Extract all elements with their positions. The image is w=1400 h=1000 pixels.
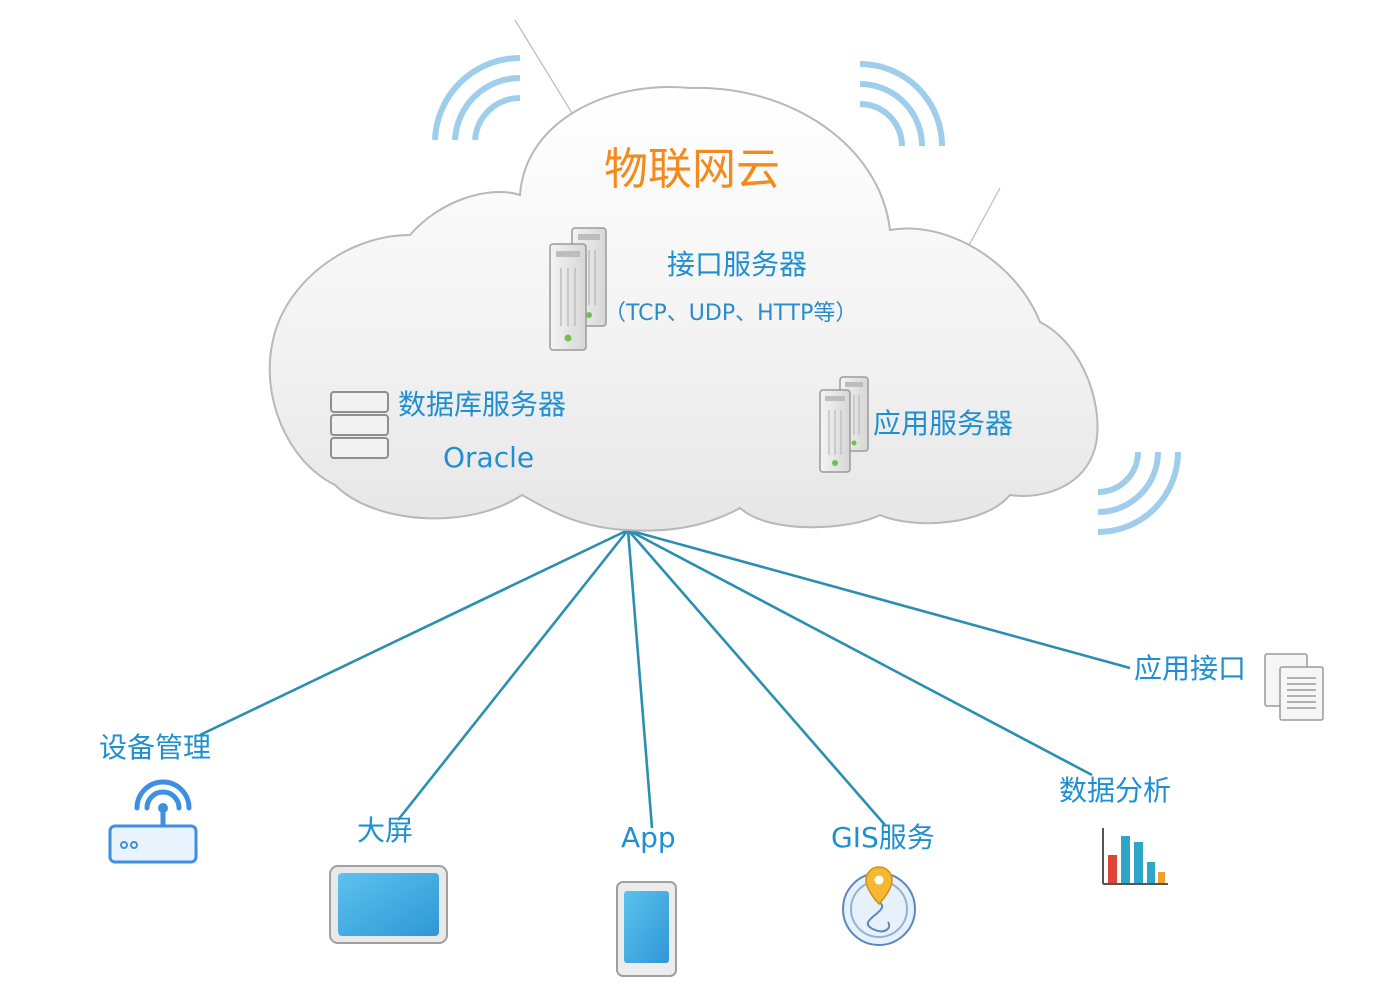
connection-lines [199, 528, 1131, 829]
link-big-screen [396, 529, 630, 821]
cloud-shape [268, 86, 1099, 532]
router-icon [108, 779, 198, 864]
app-interface-label: 应用接口 [1134, 652, 1247, 685]
deco-line-left [514, 19, 576, 119]
link-gis [627, 529, 886, 826]
interface-server-label: 接口服务器 [667, 248, 808, 281]
monitor-icon [329, 865, 448, 944]
phone-icon [616, 881, 677, 977]
server-icon [549, 227, 607, 351]
signal-arcs-icon [859, 61, 945, 147]
map-pin-icon [842, 866, 916, 946]
data-analysis-label: 数据分析 [1059, 774, 1172, 807]
documents-icon [1264, 653, 1324, 721]
db-server-label: 数据库服务器 [398, 388, 567, 421]
db-name-label: Oracle [443, 441, 535, 474]
cloud-title: 物联网云 [604, 144, 780, 195]
signal-arcs-icon [1097, 451, 1181, 535]
interface-protocols-label: （TCP、UDP、HTTP等） [604, 301, 858, 326]
app-label: App [621, 821, 676, 854]
signal-arcs-icon [432, 55, 521, 141]
database-icon [330, 391, 389, 459]
server-icon [819, 376, 869, 473]
link-app [626, 529, 654, 829]
link-app-interface [627, 528, 1131, 670]
link-device-mgmt [199, 528, 629, 737]
app-server-label: 应用服务器 [873, 407, 1014, 440]
big-screen-label: 大屏 [357, 814, 414, 847]
deco-line-right [967, 187, 1001, 248]
bar-chart-icon [1102, 828, 1168, 885]
link-data-analysis [627, 528, 1093, 777]
gis-label: GIS服务 [831, 821, 935, 854]
device-mgmt-label: 设备管理 [99, 731, 212, 764]
